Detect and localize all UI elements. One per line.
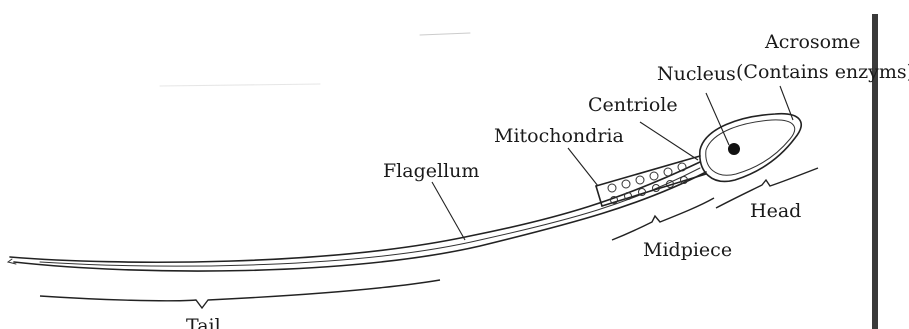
midpiece-label: Midpiece — [643, 239, 732, 261]
nucleus-label: Nucleus — [657, 63, 736, 85]
head-label: Head — [750, 200, 801, 222]
tail-label: Tail — [186, 315, 221, 329]
midpiece-brace — [612, 198, 714, 240]
sperm-head — [700, 114, 801, 182]
centriole-label: Centriole — [588, 94, 678, 116]
faint-scan-line — [420, 33, 470, 35]
flagellum-leader — [432, 182, 465, 240]
mitochondria-label: Mitochondria — [494, 125, 624, 147]
acrosome-label: Acrosome — [764, 31, 860, 53]
acrosome-leader — [780, 86, 793, 120]
faint-scan-line-2 — [160, 84, 320, 86]
flagellum-label: Flagellum — [383, 160, 479, 182]
nucleus-leader — [706, 93, 729, 145]
tail-brace — [40, 280, 440, 308]
nucleus-dot — [728, 143, 740, 155]
mitochondria-leader — [568, 148, 598, 186]
tail-flagellum — [8, 162, 706, 271]
acrosome-note-label: (Contains enzyms) — [736, 61, 909, 83]
centriole-leader — [640, 122, 698, 160]
